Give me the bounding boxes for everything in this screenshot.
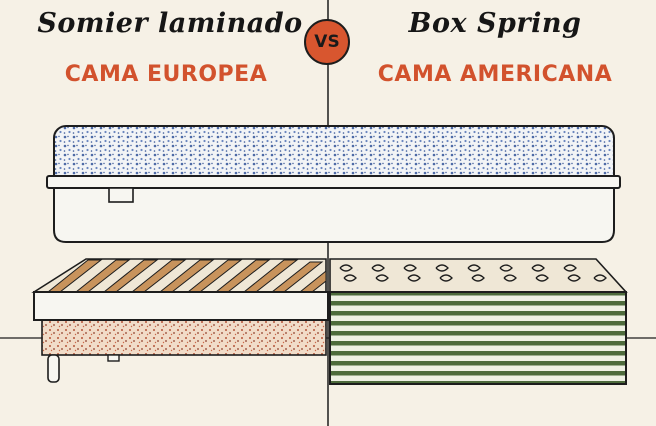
slatted-base — [31, 258, 329, 383]
left-title: Somier laminado — [37, 8, 303, 39]
box-spring — [329, 258, 628, 385]
right-title: Box Spring — [408, 8, 582, 39]
bed-leg — [47, 354, 60, 383]
left-subtitle: CAMA EUROPEA — [64, 62, 268, 87]
bed-leg — [107, 354, 120, 362]
mattress — [46, 125, 621, 243]
slat-frame — [33, 291, 329, 321]
mattress-handle — [108, 187, 134, 203]
right-subtitle: CAMA AMERICANA — [377, 62, 613, 87]
box-spring-body — [329, 291, 627, 385]
vs-badge: VS — [304, 19, 350, 65]
